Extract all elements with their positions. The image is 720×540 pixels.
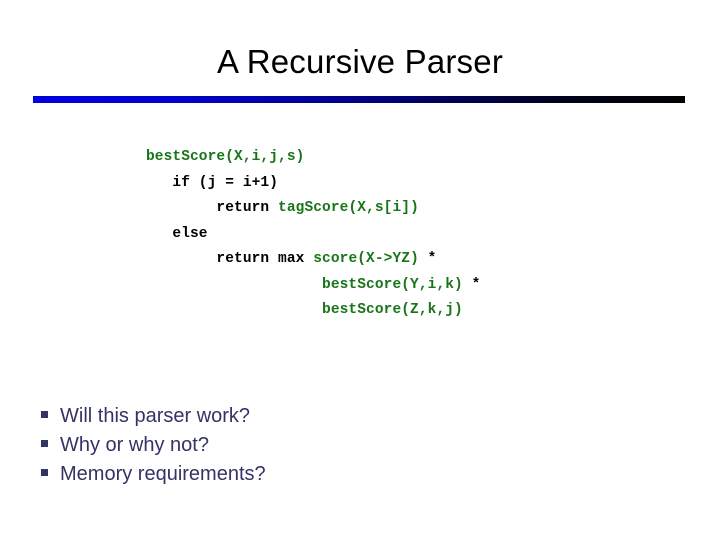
code-indent xyxy=(146,302,322,318)
code-identifier: bestScore(Z,k,j) xyxy=(322,302,463,318)
code-line: bestScore(Z,k,j) xyxy=(146,298,480,324)
code-indent xyxy=(146,175,172,191)
list-item-label: Will this parser work? xyxy=(60,405,251,427)
code-keyword: * xyxy=(462,276,481,293)
code-line: return max score(X->YZ) * xyxy=(146,247,480,273)
list-item-label: Why or why not? xyxy=(60,434,209,456)
code-indent xyxy=(146,277,322,293)
title-divider xyxy=(33,96,685,103)
code-identifier: score(X->YZ) xyxy=(313,251,419,267)
code-line: bestScore(Y,i,k) * xyxy=(146,273,480,299)
code-indent xyxy=(146,251,216,267)
code-line: else xyxy=(146,222,480,248)
code-keyword: if (j = i+1) xyxy=(172,174,279,191)
list-item-label: Memory requirements? xyxy=(60,463,266,485)
code-keyword: * xyxy=(418,251,437,267)
code-keyword: return max xyxy=(216,251,314,267)
code-identifier: bestScore(Y,i,k) xyxy=(322,276,463,293)
code-block: bestScore(X,i,j,s) if (j = i+1) return t… xyxy=(146,145,480,324)
code-identifier: tagScore(X,s[i]) xyxy=(278,200,419,216)
code-indent xyxy=(146,226,172,242)
list-item: Will this parser work? xyxy=(38,402,678,431)
code-line: return tagScore(X,s[i]) xyxy=(146,196,480,222)
page-title: A Recursive Parser xyxy=(216,43,504,80)
code-line: bestScore(X,i,j,s) xyxy=(146,145,480,171)
bullet-list: Will this parser work? Why or why not? Mem… xyxy=(38,402,678,489)
code-keyword: return xyxy=(216,200,279,216)
code-line: if (j = i+1) xyxy=(146,171,480,197)
code-indent xyxy=(146,200,216,216)
list-item: Memory requirements? xyxy=(38,460,678,489)
list-item: Why or why not? xyxy=(38,431,678,460)
code-identifier: bestScore(X,i,j,s) xyxy=(146,149,305,165)
code-keyword: else xyxy=(172,225,208,242)
